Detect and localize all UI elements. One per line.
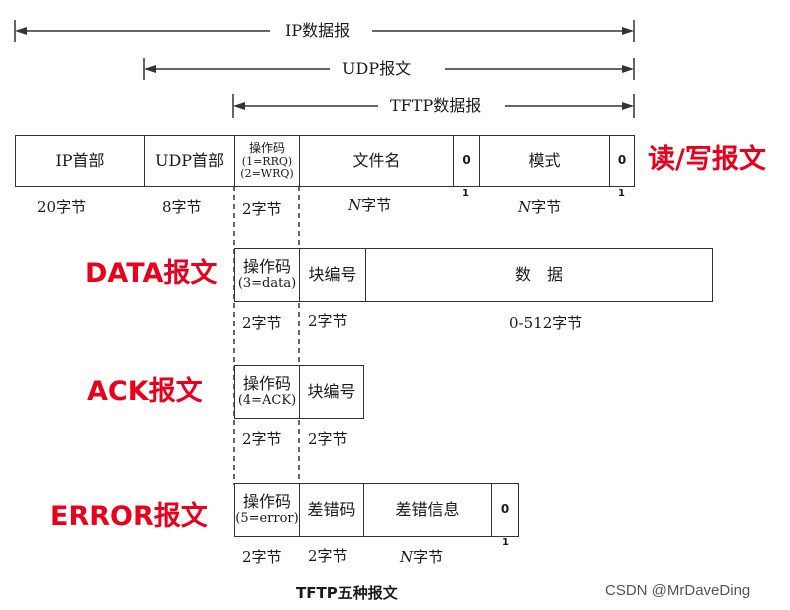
error-code-cell: 差错码 bbox=[299, 483, 364, 537]
error-one-mark: 1 bbox=[502, 537, 509, 548]
rw-ip-header-text: IP首部 bbox=[55, 150, 105, 170]
rw-opcode-wrq: (2=WRQ) bbox=[240, 166, 294, 180]
rw-op-bytes: 2字节 bbox=[242, 200, 282, 218]
rw-filename-bytes: N字节 bbox=[348, 194, 391, 215]
tftp-span-label: TFTP数据报 bbox=[390, 96, 482, 115]
tftp-span-arrow-left bbox=[233, 102, 245, 110]
data-opcode-cell: 操作码 (3=data) bbox=[234, 248, 300, 302]
rw-zero-text-1: 0 bbox=[462, 153, 471, 168]
rw-mode-suffix: 字节 bbox=[531, 198, 562, 216]
error-opcode-text: 操作码 bbox=[242, 492, 291, 512]
rw-opcode-cell: 操作码 (1=RRQ) (2=WRQ) bbox=[234, 135, 300, 187]
rw-filename-cell: 文件名 bbox=[299, 135, 454, 187]
rw-one-mark-2: 1 bbox=[618, 188, 625, 199]
udp-span-label: UDP报文 bbox=[342, 59, 412, 78]
error-opcode-sub: (5=error) bbox=[235, 510, 299, 526]
rw-title: 读/写报文 bbox=[648, 144, 766, 175]
ack-block-text: 块编号 bbox=[307, 381, 356, 401]
rw-udp-bytes: 8字节 bbox=[162, 198, 202, 216]
rw-ip-bytes: 20字节 bbox=[37, 198, 87, 216]
rw-filename-suffix: 字节 bbox=[361, 196, 392, 214]
data-payload-cell: 数 据 bbox=[365, 248, 713, 302]
rw-mode-n: N bbox=[518, 198, 532, 216]
rw-mode-cell: 模式 bbox=[479, 135, 610, 187]
error-info-bytes: N字节 bbox=[400, 546, 443, 567]
rw-mode-text: 模式 bbox=[528, 150, 561, 170]
error-zero-text: 0 bbox=[500, 502, 510, 517]
rw-ip-header-cell: IP首部 bbox=[15, 135, 145, 187]
error-opcode-cell: 操作码 (5=error) bbox=[234, 483, 300, 537]
ack-opcode-cell: 操作码 (4=ACK) bbox=[234, 365, 300, 419]
ip-span-label: IP数据报 bbox=[285, 21, 351, 40]
rw-zero-cell-2: 0 bbox=[609, 135, 635, 187]
data-opcode-sub: (3=data) bbox=[237, 275, 297, 291]
rw-opcode-text: 操作码 bbox=[248, 141, 285, 156]
error-info-n: N bbox=[400, 548, 414, 566]
data-payload-text: 数 据 bbox=[514, 264, 563, 284]
data-op-bytes: 2字节 bbox=[242, 314, 282, 332]
error-info-suffix: 字节 bbox=[413, 548, 444, 566]
data-payload-bytes: 0-512字节 bbox=[509, 314, 583, 332]
ip-span-arrow-left bbox=[15, 27, 27, 35]
ip-span-arrow-right bbox=[622, 27, 634, 35]
rw-udp-header-text: UDP首部 bbox=[154, 150, 225, 170]
rw-filename-n: N bbox=[348, 196, 362, 214]
rw-udp-header-cell: UDP首部 bbox=[144, 135, 235, 187]
error-title: ERROR报文 bbox=[50, 501, 208, 532]
rw-one-mark-1: 1 bbox=[462, 188, 469, 199]
data-block-bytes: 2字节 bbox=[308, 312, 348, 330]
rw-zero-text-2: 0 bbox=[617, 153, 627, 168]
udp-span-arrow-left bbox=[144, 65, 156, 73]
rw-zero-cell-1: 0 bbox=[453, 135, 480, 187]
error-op-bytes: 2字节 bbox=[242, 548, 282, 566]
rw-mode-bytes: N字节 bbox=[518, 196, 561, 217]
error-code-text: 差错码 bbox=[307, 499, 356, 519]
rw-opcode-rrq: (1=RRQ) bbox=[241, 154, 293, 168]
error-code-bytes: 2字节 bbox=[308, 547, 348, 565]
ack-op-bytes: 2字节 bbox=[242, 430, 282, 448]
error-info-text: 差错信息 bbox=[395, 499, 460, 519]
data-opcode-text: 操作码 bbox=[242, 257, 291, 277]
udp-span-arrow-right bbox=[622, 65, 634, 73]
ack-title: ACK报文 bbox=[87, 376, 203, 407]
data-block-text: 块编号 bbox=[308, 264, 357, 284]
error-zero-cell: 0 bbox=[491, 483, 519, 537]
ack-block-bytes: 2字节 bbox=[308, 430, 348, 448]
error-info-cell: 差错信息 bbox=[363, 483, 492, 537]
data-title: DATA报文 bbox=[85, 258, 218, 289]
watermark: CSDN @MrDaveDing bbox=[605, 582, 751, 599]
ack-opcode-text: 操作码 bbox=[242, 374, 291, 394]
rw-filename-text: 文件名 bbox=[352, 150, 401, 170]
tftp-span-arrow-right bbox=[622, 102, 634, 110]
figure-caption: TFTP五种报文 bbox=[296, 584, 398, 602]
ack-block-cell: 块编号 bbox=[299, 365, 364, 419]
data-block-cell: 块编号 bbox=[299, 248, 366, 302]
ack-opcode-sub: (4=ACK) bbox=[237, 392, 297, 408]
